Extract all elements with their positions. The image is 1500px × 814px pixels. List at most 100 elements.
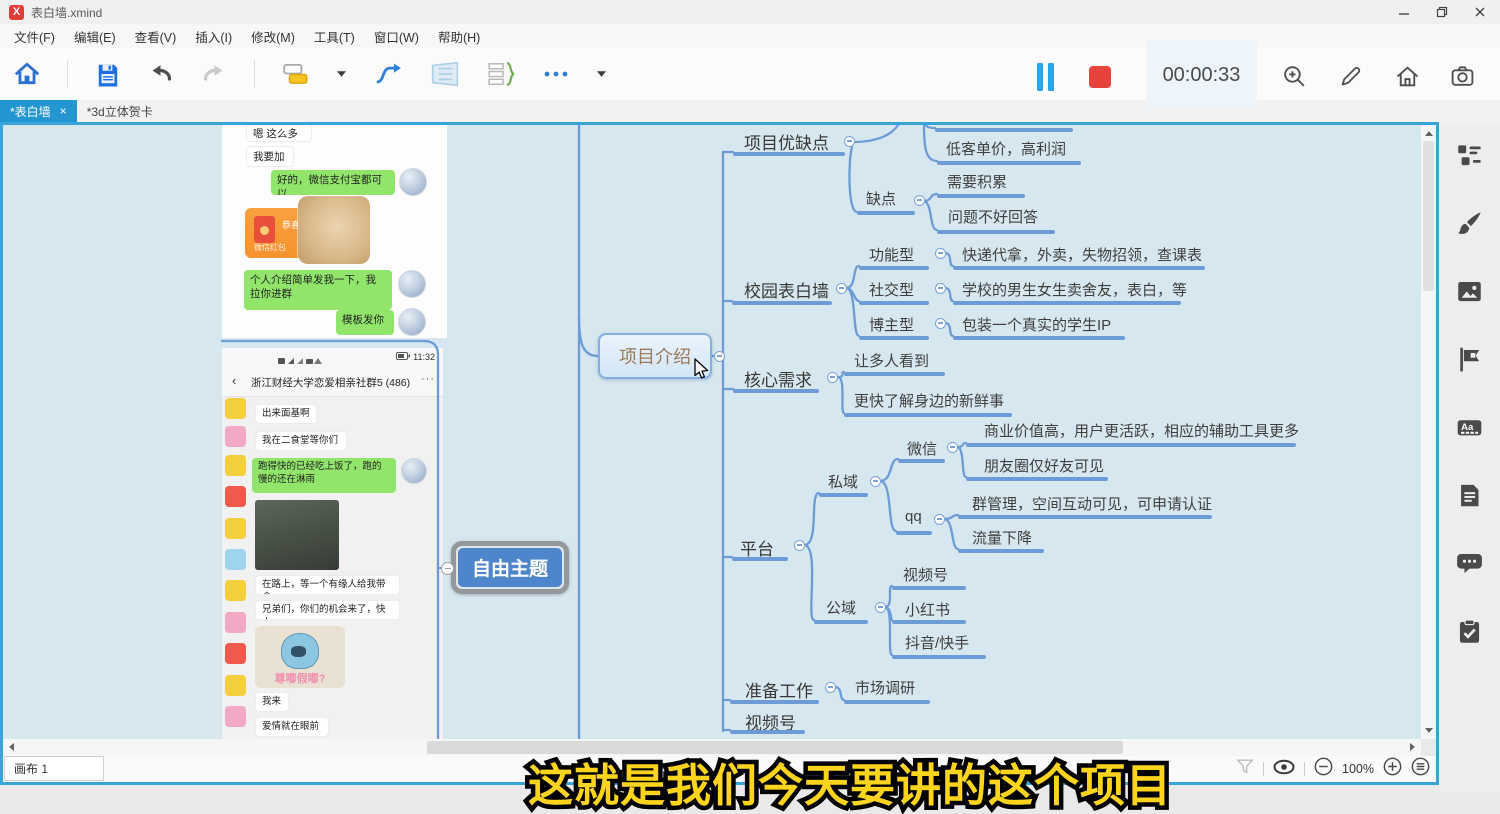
more-icon[interactable]: [542, 69, 570, 79]
vertical-scrollbar[interactable]: [1421, 125, 1436, 739]
map-topic[interactable]: 快递代拿，外卖，失物招领，查课表: [962, 247, 1203, 264]
map-topic[interactable]: 微信: [907, 441, 938, 458]
map-topic[interactable]: 问题不好回答: [948, 209, 1039, 226]
home-icon[interactable]: [1395, 64, 1420, 94]
map-topic[interactable]: 小红书: [905, 602, 951, 619]
window-restore-icon[interactable]: [1436, 6, 1448, 18]
scroll-left-icon[interactable]: [9, 743, 14, 751]
map-topic[interactable]: 公域: [826, 600, 857, 617]
scrollbar-thumb[interactable]: [1423, 141, 1434, 291]
menu-item[interactable]: 编辑(E): [73, 30, 116, 45]
map-topic[interactable]: 私域: [828, 474, 859, 491]
window-minimize-icon[interactable]: [1398, 6, 1410, 18]
map-topic[interactable]: 社交型: [869, 282, 915, 299]
save-icon[interactable]: [95, 61, 121, 87]
flag-icon[interactable]: [1456, 346, 1483, 373]
menu-item[interactable]: 文件(F): [14, 30, 55, 45]
map-topic[interactable]: 包装一个真实的学生IP: [962, 317, 1112, 334]
map-topic[interactable]: 核心需求: [744, 371, 812, 390]
sheet-tab-canvas-1[interactable]: 画布 1: [4, 756, 104, 781]
map-topic[interactable]: 准备工作: [745, 682, 813, 701]
home-icon[interactable]: [14, 61, 40, 87]
mindmap-canvas[interactable]: 嗯 这么多我要加好的，微信支付宝都可以恭喜发财，大吉大利微信红包个人介绍简单发我…: [3, 125, 1421, 739]
menu-item[interactable]: 修改(M): [251, 30, 295, 45]
zoom-in-icon[interactable]: [1383, 757, 1402, 781]
map-topic[interactable]: 学校的男生女生卖舍友，表白，等: [962, 282, 1188, 299]
map-topic[interactable]: 流量下降: [972, 530, 1033, 547]
zoom-out-icon[interactable]: [1314, 757, 1333, 781]
collapse-button[interactable]: [793, 539, 805, 551]
scroll-down-icon[interactable]: [1425, 728, 1433, 733]
collapse-button[interactable]: [946, 441, 958, 453]
collapse-button[interactable]: [441, 562, 454, 575]
map-topic[interactable]: 缺点: [866, 191, 897, 208]
menu-item[interactable]: 工具(T): [313, 30, 355, 45]
scroll-right-icon[interactable]: [1410, 743, 1415, 751]
chat-screenshot-2[interactable]: 11:32 ‹ 浙江财经大学恋爱相亲社群5 (486) ··· 出来面基啊我在二…: [222, 348, 443, 739]
task-icon[interactable]: [1456, 618, 1483, 645]
map-topic[interactable]: 校园表白墙: [744, 282, 829, 301]
map-topic[interactable]: 市场调研: [855, 680, 916, 697]
summary-icon[interactable]: [487, 61, 515, 87]
map-topic[interactable]: 需要积累: [947, 174, 1008, 191]
brush-icon[interactable]: [1456, 210, 1483, 237]
tab-3d-card[interactable]: *3d立体贺卡: [77, 100, 163, 122]
caret-down-icon[interactable]: [337, 71, 346, 77]
notes-icon[interactable]: [1456, 482, 1483, 509]
topic-project-intro[interactable]: 项目介绍: [598, 333, 712, 379]
collapse-button[interactable]: [826, 371, 838, 383]
tab-biaobaiqiang[interactable]: *表白墙 ×: [0, 100, 77, 122]
collapse-button[interactable]: [874, 601, 886, 613]
map-topic[interactable]: 商业价值高，用户更活跃，相应的辅助工具更多: [984, 423, 1300, 440]
map-topic[interactable]: qq: [905, 508, 922, 525]
menu-item[interactable]: 查看(V): [134, 30, 177, 45]
undo-icon[interactable]: [148, 62, 174, 86]
map-topic[interactable]: 功能型: [869, 247, 915, 264]
zoom-in-icon[interactable]: [1282, 64, 1307, 94]
pause-recording-button[interactable]: [1037, 63, 1054, 91]
scrollbar-thumb[interactable]: [427, 741, 1123, 754]
map-topic[interactable]: 让多人看到: [854, 353, 930, 370]
collapse-button[interactable]: [934, 317, 946, 329]
pencil-icon[interactable]: [1339, 64, 1363, 93]
structure-icon[interactable]: [1456, 142, 1483, 169]
boundary-icon[interactable]: [430, 61, 460, 87]
map-topic[interactable]: 抖音/快手: [905, 635, 970, 652]
collapse-button[interactable]: [934, 282, 946, 294]
collapse-button[interactable]: [934, 247, 946, 259]
collapse-button[interactable]: [913, 194, 925, 206]
map-topic[interactable]: 项目优缺点: [744, 134, 829, 153]
camera-icon[interactable]: [1450, 64, 1475, 94]
map-topic[interactable]: 群管理，空间互动可见，可申请认证: [972, 496, 1213, 513]
fit-map-icon[interactable]: [1411, 757, 1430, 781]
collapse-button[interactable]: [843, 135, 855, 147]
map-topic[interactable]: 视频号: [903, 567, 949, 584]
menu-item[interactable]: 帮助(H): [437, 30, 481, 45]
relationship-icon[interactable]: [373, 61, 403, 87]
chat-screenshot-1[interactable]: 嗯 这么多我要加好的，微信支付宝都可以恭喜发财，大吉大利微信红包个人介绍简单发我…: [222, 125, 447, 338]
comment-icon[interactable]: [1456, 550, 1483, 577]
stop-recording-button[interactable]: [1089, 66, 1111, 88]
map-topic[interactable]: 朋友圈仅好友可见: [984, 458, 1105, 475]
scroll-up-icon[interactable]: [1425, 131, 1433, 136]
caret-down-icon[interactable]: [597, 71, 606, 77]
topic-free-topic[interactable]: 自由主题: [451, 541, 570, 594]
redo-icon[interactable]: [201, 62, 227, 86]
map-topic[interactable]: 低客单价，高利润: [946, 141, 1067, 158]
collapse-button[interactable]: [713, 350, 725, 362]
map-topic[interactable]: 平台: [740, 540, 774, 559]
collapse-button[interactable]: [933, 513, 945, 525]
menu-item[interactable]: 插入(I): [195, 30, 233, 45]
collapse-button[interactable]: [835, 282, 847, 294]
map-topic[interactable]: 更快了解身边的新鲜事: [854, 393, 1005, 410]
menu-item[interactable]: 窗口(W): [373, 30, 419, 45]
collapse-button[interactable]: [869, 475, 881, 487]
map-topic[interactable]: 视频号: [745, 714, 796, 733]
collapse-button[interactable]: [824, 681, 836, 693]
image-icon[interactable]: [1456, 278, 1483, 305]
filter-icon[interactable]: [1236, 758, 1254, 780]
style-icon[interactable]: [282, 61, 310, 87]
tab-close-icon[interactable]: ×: [59, 104, 67, 118]
eye-icon[interactable]: [1273, 759, 1295, 780]
map-topic[interactable]: 博主型: [869, 317, 915, 334]
